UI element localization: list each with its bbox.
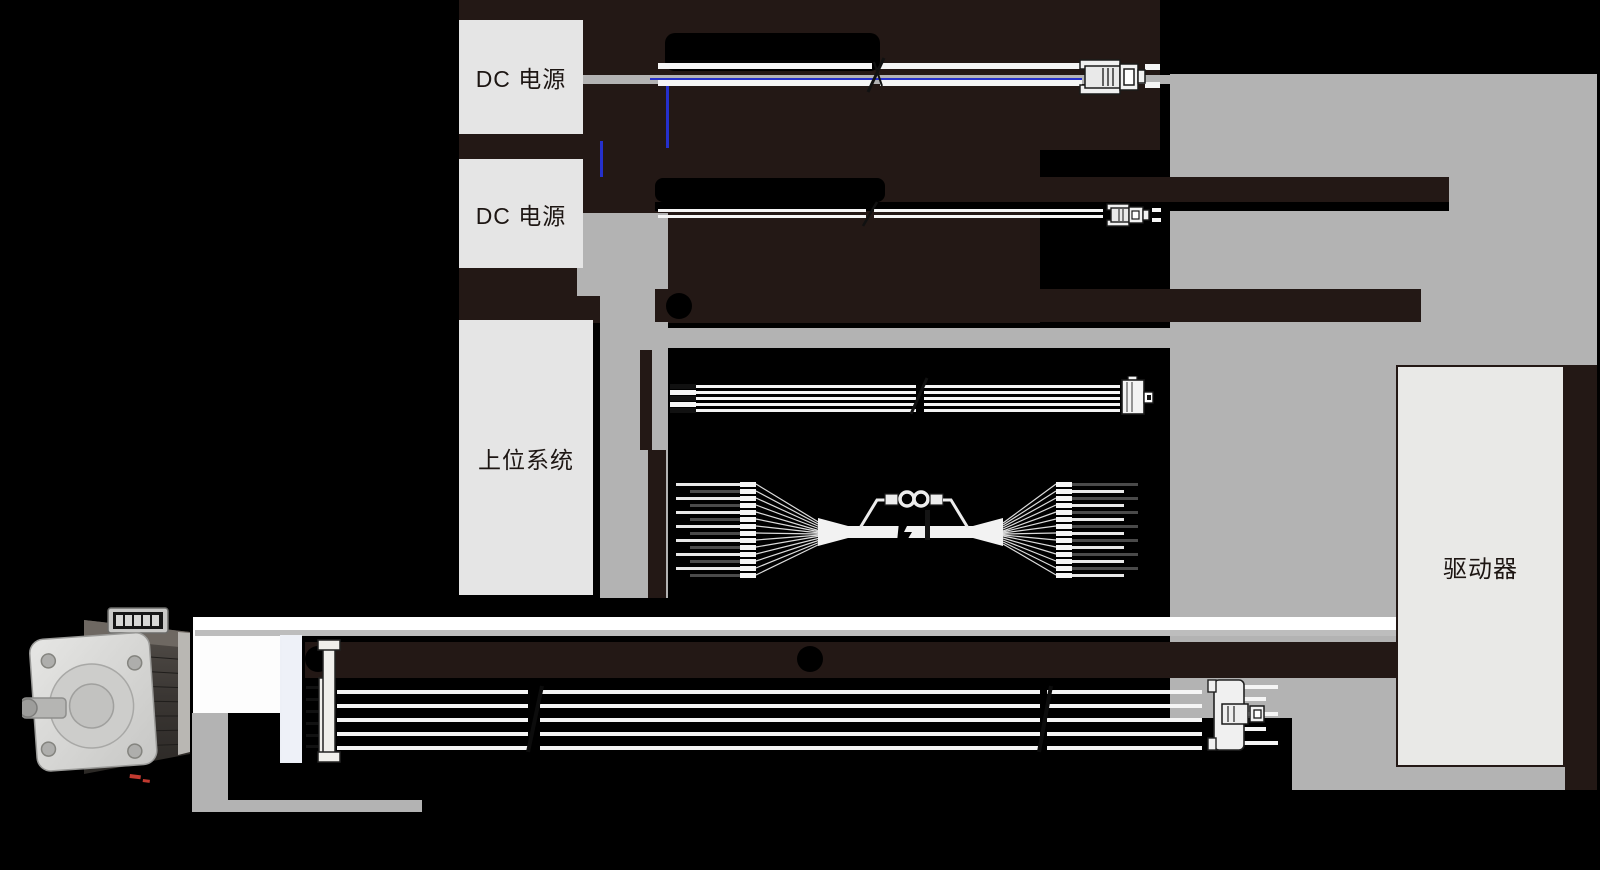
power-cable2-wire-top-a — [658, 209, 866, 212]
label-plate-row2 — [655, 178, 885, 202]
label-circle-row3 — [666, 293, 692, 319]
motor-wire-3c — [1047, 718, 1202, 722]
power-cable2-wire-bot-b — [874, 215, 1103, 218]
power-connector-2-icon — [1106, 203, 1161, 227]
path-motor-bottom — [192, 800, 422, 812]
power-cable1-wire-top-b — [880, 63, 1082, 69]
label-bar-row2-underline — [655, 202, 1449, 211]
motor-wire-4c — [1047, 732, 1202, 736]
power-connector-1-icon — [1079, 59, 1160, 95]
motor-wire-1c — [1047, 690, 1202, 694]
ribbon-wire-2b — [924, 391, 1120, 394]
ribbon-wire-2a — [696, 391, 916, 394]
motor-wire-5b — [540, 746, 1040, 750]
motor-wire-4a — [337, 732, 528, 736]
box-driver: 驱动器 — [1396, 365, 1565, 767]
box-dc-power-2: DC 电源 — [459, 159, 583, 268]
power-cable1-wire-top-a — [658, 63, 872, 69]
blue-wire-vertical-1 — [666, 80, 669, 148]
box-host-system-label: 上位系统 — [478, 446, 574, 473]
box-dc-power-1: DC 电源 — [459, 20, 583, 134]
motor-wire-2a — [337, 704, 528, 708]
ribbon-connector-icon — [1121, 376, 1154, 415]
stepper-motor-photo — [22, 607, 191, 783]
ribbon-wire-5b — [924, 409, 1120, 412]
path-host-to-driver — [600, 328, 1170, 348]
path-motor-vertical — [192, 713, 228, 812]
power-cable2-wire-bot-a — [658, 215, 866, 218]
cut-mark-row1 — [866, 57, 886, 93]
box-dc-power-2-label: DC 电源 — [475, 202, 567, 229]
label-bar-motor-cable-1 — [305, 642, 790, 678]
band-overlay-2 — [648, 450, 666, 598]
ribbon-wire-3b — [924, 397, 1120, 400]
box-driver-label: 驱动器 — [1443, 555, 1518, 583]
ribbon-wire-1b — [924, 385, 1120, 388]
cut-mark-motor-2 — [1037, 685, 1053, 753]
band-overlay-1 — [640, 350, 652, 450]
motor-wire-4b — [540, 732, 1040, 736]
motor-wire-3b — [540, 718, 1040, 722]
driver-right-band — [1565, 365, 1597, 790]
box-dc-power-1-label: DC 电源 — [475, 66, 567, 92]
motor-wire-2c — [1047, 704, 1202, 708]
ribbon-cable-end-icon — [670, 384, 696, 413]
label-circle-motor-2 — [797, 646, 823, 672]
motor-driver-band-white — [195, 617, 1396, 630]
motor-wire-3a — [337, 718, 528, 722]
ribbon-wire-4b — [924, 403, 1120, 406]
motor-wire-5c — [1047, 746, 1202, 750]
motor-wire-2b — [540, 704, 1040, 708]
cut-mark-row2 — [861, 201, 879, 227]
motor-driver-band-gray — [195, 630, 1396, 636]
box-host-system: 上位系统 — [459, 320, 593, 595]
power-cable1-wire-bot-b — [880, 80, 1082, 86]
blue-wire-vertical-2 — [600, 141, 603, 177]
ribbon-wire-5a — [696, 409, 916, 412]
motor-wire-1b — [540, 690, 1040, 694]
cut-mark-ribbon — [909, 377, 929, 415]
motor-connector-left-icon — [282, 639, 341, 763]
ribbon-wire-4a — [696, 403, 916, 406]
blue-wire-horizontal — [650, 78, 1082, 80]
cut-mark-motor-1 — [526, 685, 544, 753]
ribbon-wire-3a — [696, 397, 916, 400]
motor-connector-right-icon — [1207, 679, 1278, 751]
io-cable-assembly — [668, 450, 1160, 598]
motor-wire-5a — [337, 746, 528, 750]
label-bar-motor-cable-2 — [790, 642, 1396, 678]
power-cable1-wire-bot-a — [658, 80, 872, 86]
power-cable2-wire-top-b — [874, 209, 1103, 212]
ribbon-wire-1a — [696, 385, 916, 388]
motor-wire-1a — [337, 690, 528, 694]
label-bar-row3 — [655, 289, 1421, 322]
